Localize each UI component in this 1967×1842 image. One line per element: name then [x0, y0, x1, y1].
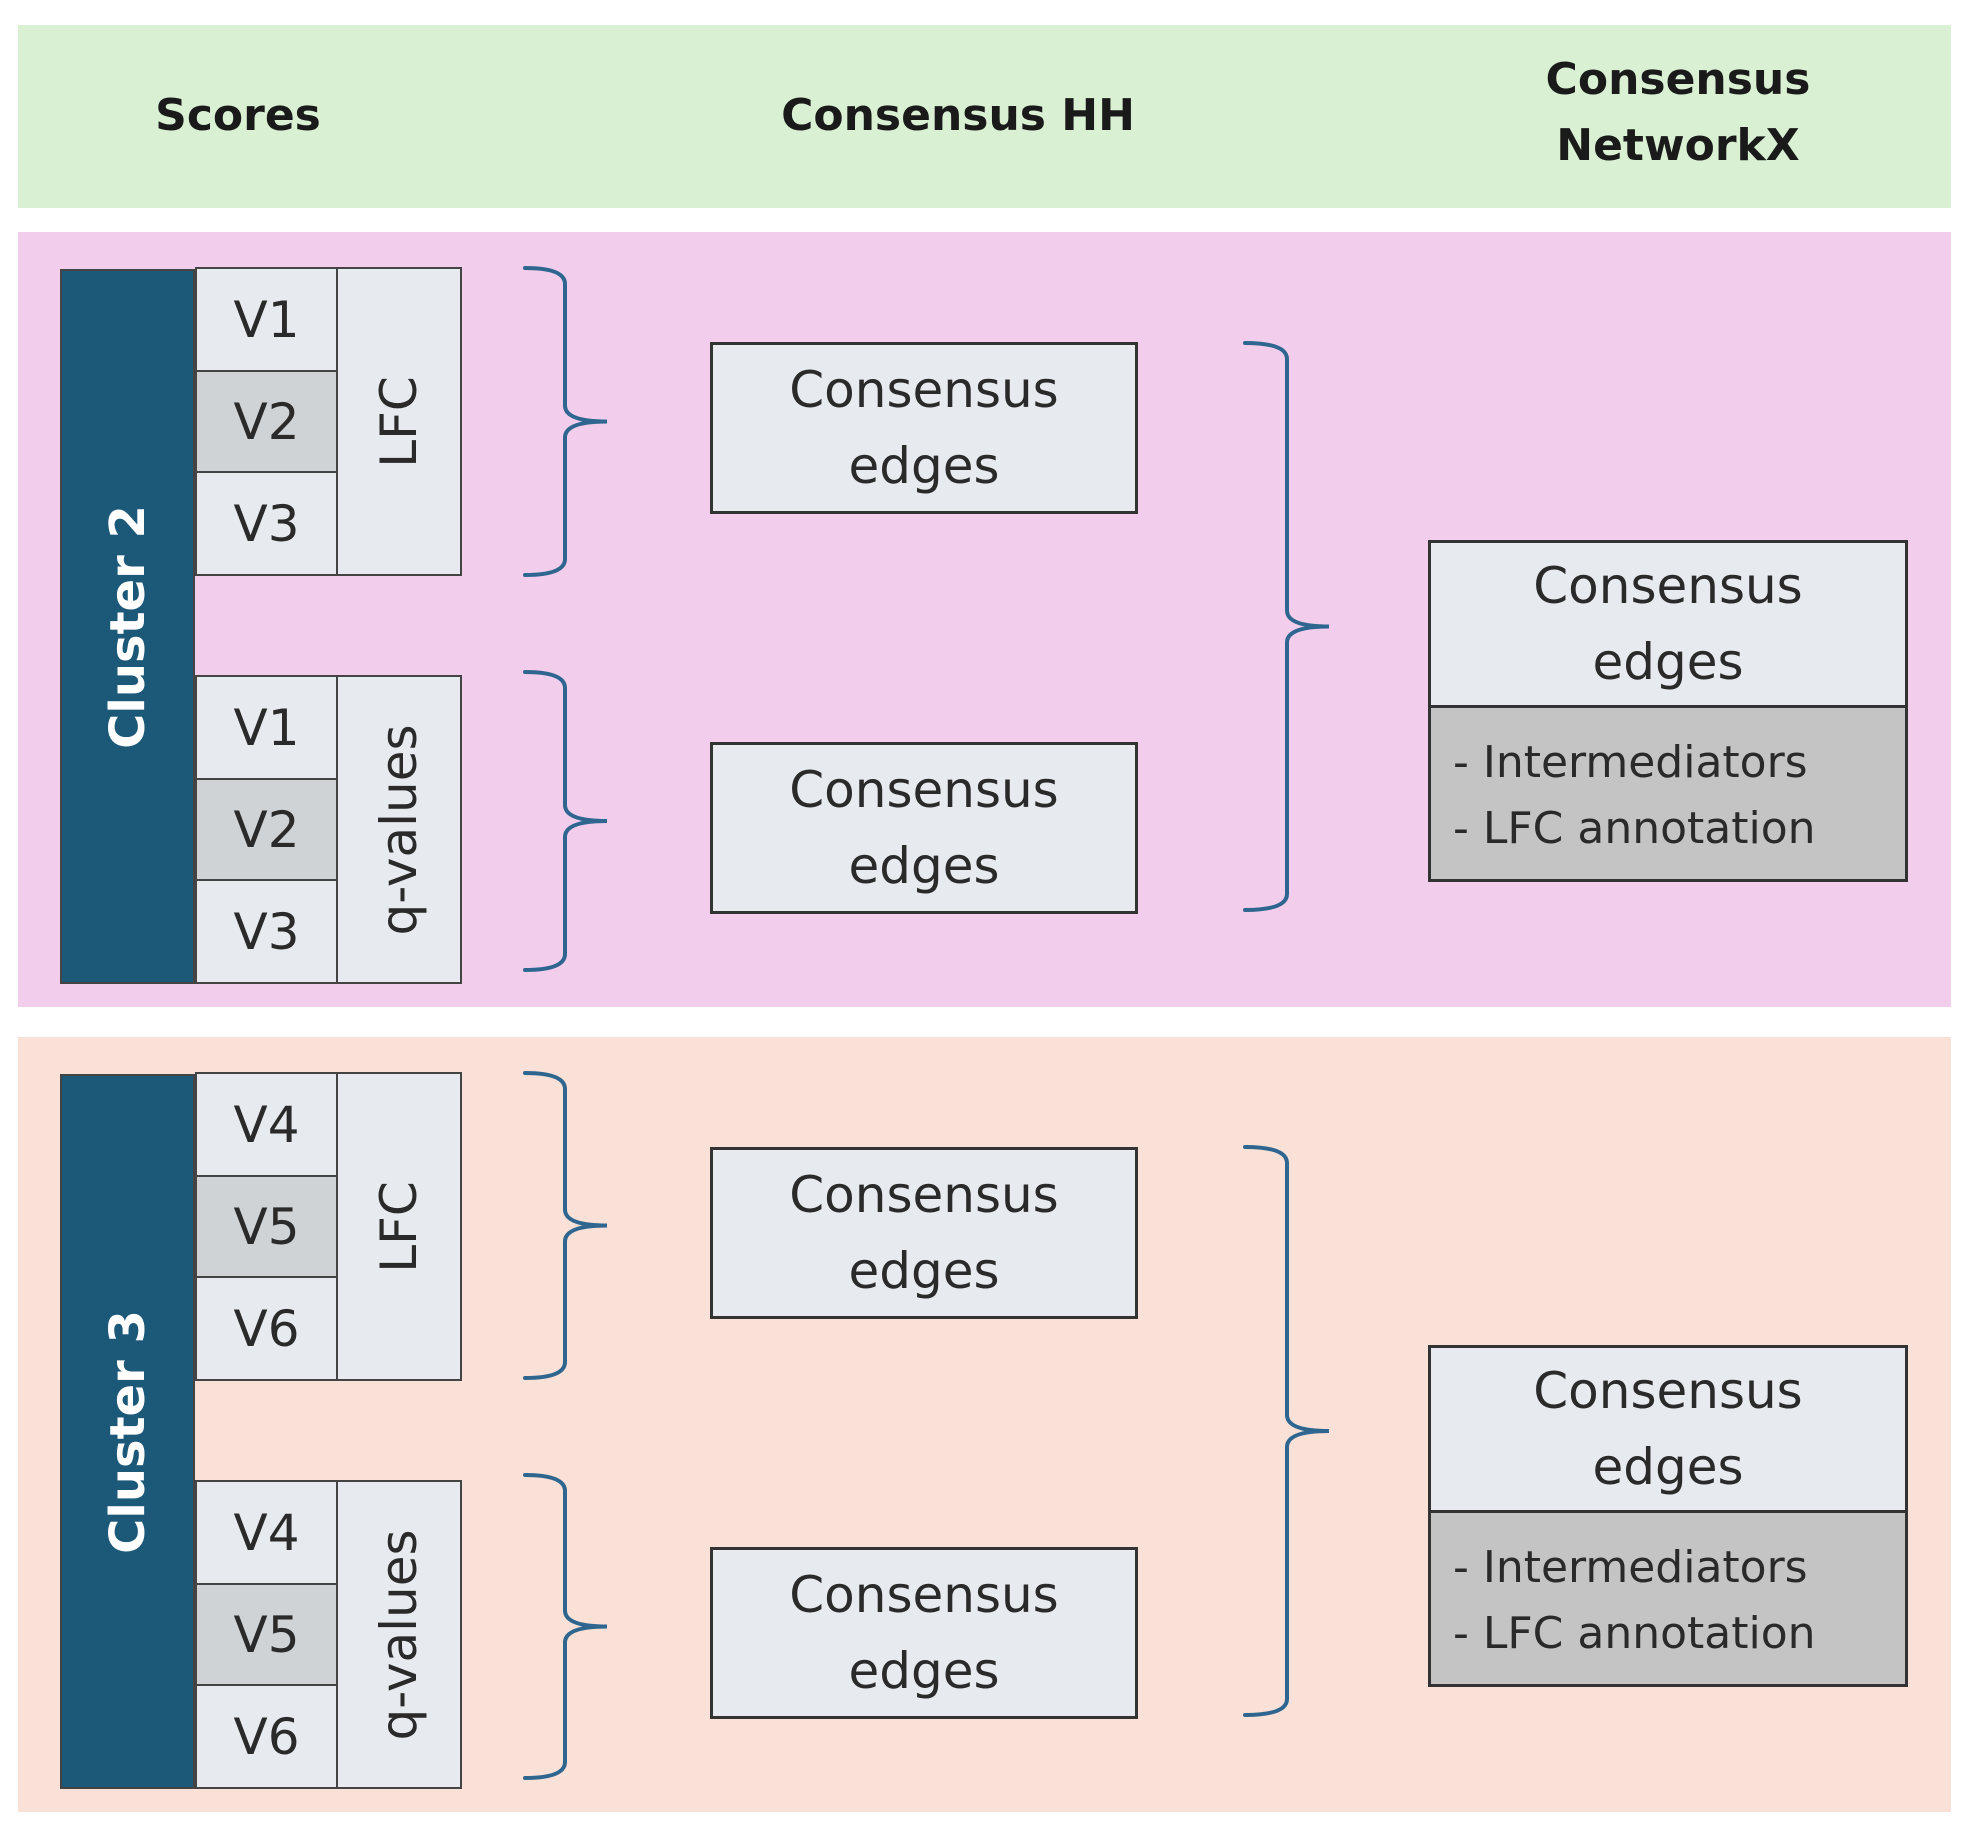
consensus-edges-box: Consensus edges: [710, 342, 1138, 514]
header-consensus-hh: Consensus HH: [781, 90, 1135, 141]
variant-cell: V1: [197, 677, 338, 778]
variant-cell: V6: [197, 1278, 338, 1379]
curly-brace: [523, 266, 608, 577]
consensus-edges-line2: edges: [848, 1242, 1000, 1300]
cluster-3-lfc-group: V4 V5 V6 LFC: [195, 1072, 462, 1381]
curly-brace: [1243, 1145, 1330, 1717]
annotation-item: - LFC annotation: [1453, 1608, 1816, 1659]
curly-brace: [523, 1071, 608, 1380]
consensus-edges-line2: edges: [848, 1642, 1000, 1700]
annotation-item: - Intermediators: [1453, 1542, 1808, 1593]
networkx-consensus-box: Consensus edges - Intermediators - LFC a…: [1428, 1345, 1908, 1687]
consensus-edges-line2: edges: [848, 437, 1000, 495]
header-networkx-line2: NetworkX: [1556, 120, 1800, 171]
consensus-edges-line2: edges: [848, 837, 1000, 895]
consensus-edges-line1: Consensus: [789, 761, 1059, 819]
networkx-title-line1: Consensus: [1533, 1362, 1803, 1420]
consensus-edges-line1: Consensus: [789, 1166, 1059, 1224]
curly-brace: [1243, 341, 1330, 912]
curly-brace: [523, 1473, 608, 1780]
variant-cell: V2: [197, 778, 338, 881]
variant-cell: V5: [197, 1175, 338, 1278]
consensus-edges-box: Consensus edges: [710, 742, 1138, 914]
variant-cell: V1: [197, 269, 338, 370]
cluster-3-bar: Cluster 3: [60, 1074, 195, 1789]
column-header-bar: Scores Consensus HH Consensus NetworkX: [18, 25, 1951, 208]
cluster-2-lfc-group: V1 V2 V3 LFC: [195, 267, 462, 576]
cluster-3-qvalues-group: V4 V5 V6 q-values: [195, 1480, 462, 1789]
networkx-title-line2: edges: [1592, 1438, 1744, 1496]
cluster-2-bar: Cluster 2: [60, 269, 195, 984]
networkx-annotations: - Intermediators - LFC annotation: [1431, 708, 1905, 879]
curly-brace: [523, 670, 608, 972]
consensus-edges-box: Consensus edges: [710, 1547, 1138, 1719]
cluster-2-panel: Cluster 2 V1 V2 V3 LFC V1 V2 V3 q-values…: [18, 232, 1951, 1007]
annotation-item: - LFC annotation: [1453, 803, 1816, 854]
networkx-title-line2: edges: [1592, 633, 1744, 691]
networkx-title-line1: Consensus: [1533, 557, 1803, 615]
header-networkx-line1: Consensus: [1545, 54, 1811, 105]
variant-cell: V3: [197, 881, 338, 982]
cluster-3-panel: Cluster 3 V4 V5 V6 LFC V4 V5 V6 q-values…: [18, 1037, 1951, 1812]
variant-cell: V6: [197, 1686, 338, 1787]
variant-cell: V3: [197, 473, 338, 574]
header-scores: Scores: [155, 90, 321, 141]
variant-cell: V5: [197, 1583, 338, 1686]
cluster-2-qvalues-group: V1 V2 V3 q-values: [195, 675, 462, 984]
variant-cell: V4: [197, 1074, 338, 1175]
annotation-item: - Intermediators: [1453, 737, 1808, 788]
consensus-edges-line1: Consensus: [789, 1566, 1059, 1624]
variant-cell: V2: [197, 370, 338, 473]
consensus-edges-box: Consensus edges: [710, 1147, 1138, 1319]
variant-cell: V4: [197, 1482, 338, 1583]
header-consensus-networkx: Consensus NetworkX: [1508, 47, 1848, 179]
networkx-annotations: - Intermediators - LFC annotation: [1431, 1513, 1905, 1684]
networkx-consensus-box: Consensus edges - Intermediators - LFC a…: [1428, 540, 1908, 882]
consensus-edges-line1: Consensus: [789, 361, 1059, 419]
